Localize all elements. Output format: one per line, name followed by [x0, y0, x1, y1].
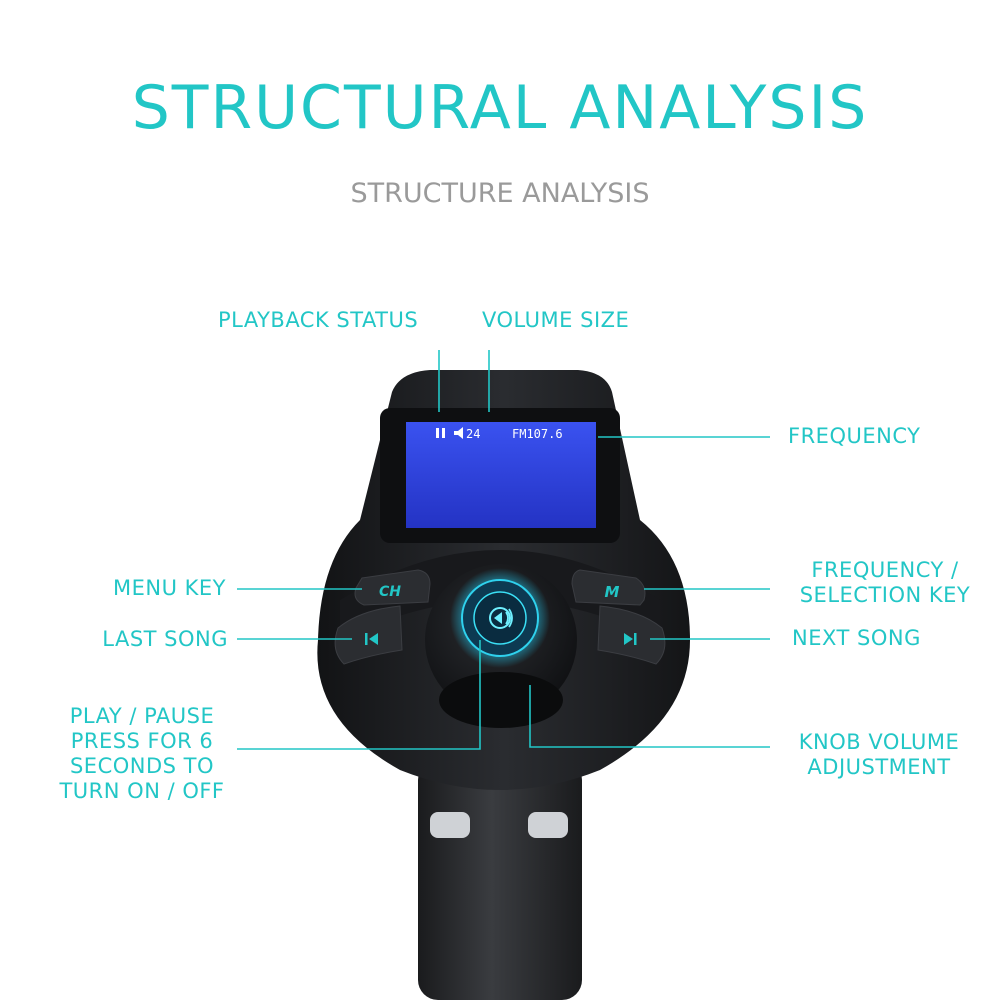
- label-play-pause: PLAY / PAUSE PRESS FOR 6 SECONDS TO TURN…: [30, 704, 254, 804]
- label-knob-volume-adjustment: KNOB VOLUME ADJUSTMENT: [776, 730, 982, 780]
- previous-icon: [365, 633, 378, 645]
- label-last-song: LAST SONG: [102, 627, 228, 651]
- label-frequency-selection-line1: FREQUENCY /: [811, 558, 959, 582]
- screen-volume: 24: [466, 427, 480, 441]
- label-play-pause-line4: TURN ON / OFF: [59, 779, 225, 803]
- play-pause-button[interactable]: [450, 568, 550, 668]
- ch-button[interactable]: CH: [354, 569, 431, 606]
- phone-call-icon: [489, 607, 513, 629]
- speaker-icon: [454, 427, 463, 439]
- previous-button[interactable]: [334, 605, 403, 665]
- label-play-pause-line2: PRESS FOR 6: [70, 729, 214, 753]
- car-plug: [418, 760, 582, 1000]
- label-frequency-selection-key: FREQUENCY / SELECTION KEY: [780, 558, 990, 608]
- label-play-pause-line3: SECONDS TO: [69, 754, 215, 778]
- label-volume-size: VOLUME SIZE: [482, 308, 630, 332]
- screen-frequency: FM107.6: [512, 427, 563, 441]
- pause-icon: [436, 428, 445, 438]
- label-menu-key: MENU KEY: [112, 576, 226, 600]
- label-frequency: FREQUENCY: [788, 424, 921, 448]
- m-button-label: M: [605, 583, 620, 601]
- label-knob-line1: KNOB VOLUME: [798, 730, 960, 754]
- lcd-screen: [406, 422, 596, 528]
- label-playback-status: PLAYBACK STATUS: [218, 308, 419, 332]
- leader-lines: [237, 350, 770, 750]
- page-title: STRUCTURAL ANALYSIS: [131, 73, 869, 143]
- label-next-song: NEXT SONG: [792, 626, 921, 650]
- next-icon: [624, 633, 637, 645]
- next-button[interactable]: [597, 605, 666, 665]
- ch-button-label: CH: [379, 584, 401, 600]
- label-play-pause-line1: PLAY / PAUSE: [69, 704, 215, 728]
- page-subtitle: STRUCTURE ANALYSIS: [350, 178, 650, 209]
- label-knob-line2: ADJUSTMENT: [807, 755, 951, 779]
- label-frequency-selection-line2: SELECTION KEY: [799, 583, 971, 608]
- m-button[interactable]: M: [571, 569, 646, 606]
